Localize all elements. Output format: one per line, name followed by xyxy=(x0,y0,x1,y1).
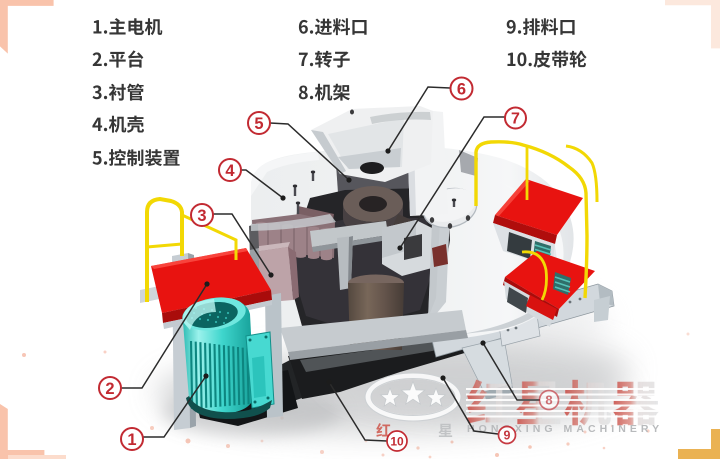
svg-text:2: 2 xyxy=(105,380,114,398)
svg-text:5: 5 xyxy=(254,115,263,133)
svg-text:10: 10 xyxy=(390,434,404,448)
svg-text:8: 8 xyxy=(545,393,552,408)
svg-text:3: 3 xyxy=(197,207,206,225)
svg-text:6: 6 xyxy=(457,80,466,98)
svg-text:9: 9 xyxy=(504,428,511,442)
svg-text:4: 4 xyxy=(225,162,235,180)
svg-text:1: 1 xyxy=(127,431,136,449)
svg-text:7: 7 xyxy=(511,111,520,128)
